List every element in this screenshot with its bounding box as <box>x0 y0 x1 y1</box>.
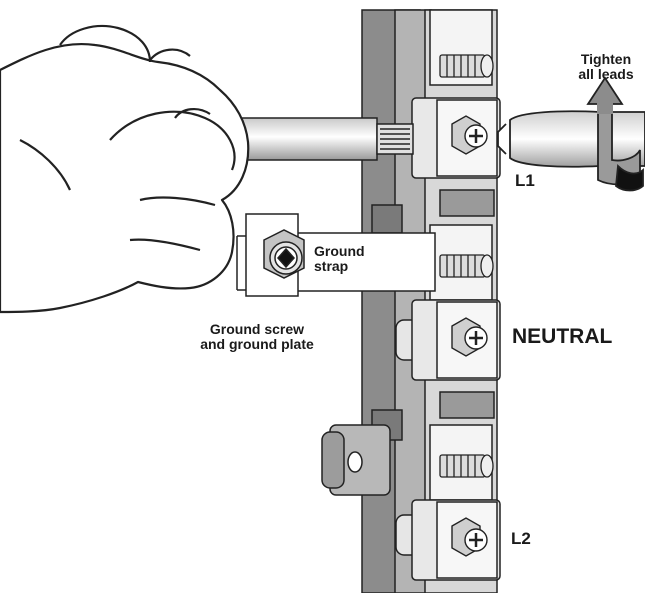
wire-icon <box>221 117 414 161</box>
stud-middle <box>439 254 494 278</box>
stud-lower <box>439 454 494 478</box>
ground-strap-label-line1: Ground <box>314 243 365 259</box>
l1-label: L1 <box>515 171 535 190</box>
tighten-label-line2: all leads <box>578 65 634 82</box>
ground-screw-label: Ground screw and ground plate <box>182 322 332 351</box>
ground-screw-label-line1: Ground screw <box>209 321 305 337</box>
screwdriver-icon <box>497 110 645 168</box>
l2-label: L2 <box>511 529 531 548</box>
tighten-label-line1: Tighten <box>580 51 632 67</box>
rotate-arrow-icon <box>586 76 644 192</box>
ground-strap-label: Ground strap <box>314 244 365 273</box>
neutral-label: NEUTRAL <box>512 325 613 348</box>
ground-screw-icon <box>263 229 305 279</box>
screw-icon-neutral <box>451 317 488 357</box>
tighten-label: Tighten all leads <box>566 52 645 81</box>
threaded-studs <box>439 54 494 478</box>
screw-icon-l2 <box>451 517 488 557</box>
ground-strap-label-line2: strap <box>314 257 349 274</box>
screw-icon-l1 <box>451 115 488 155</box>
hand-icon <box>0 24 250 314</box>
ground-screw-label-line2: and ground plate <box>200 335 314 352</box>
stud-top <box>439 54 494 78</box>
